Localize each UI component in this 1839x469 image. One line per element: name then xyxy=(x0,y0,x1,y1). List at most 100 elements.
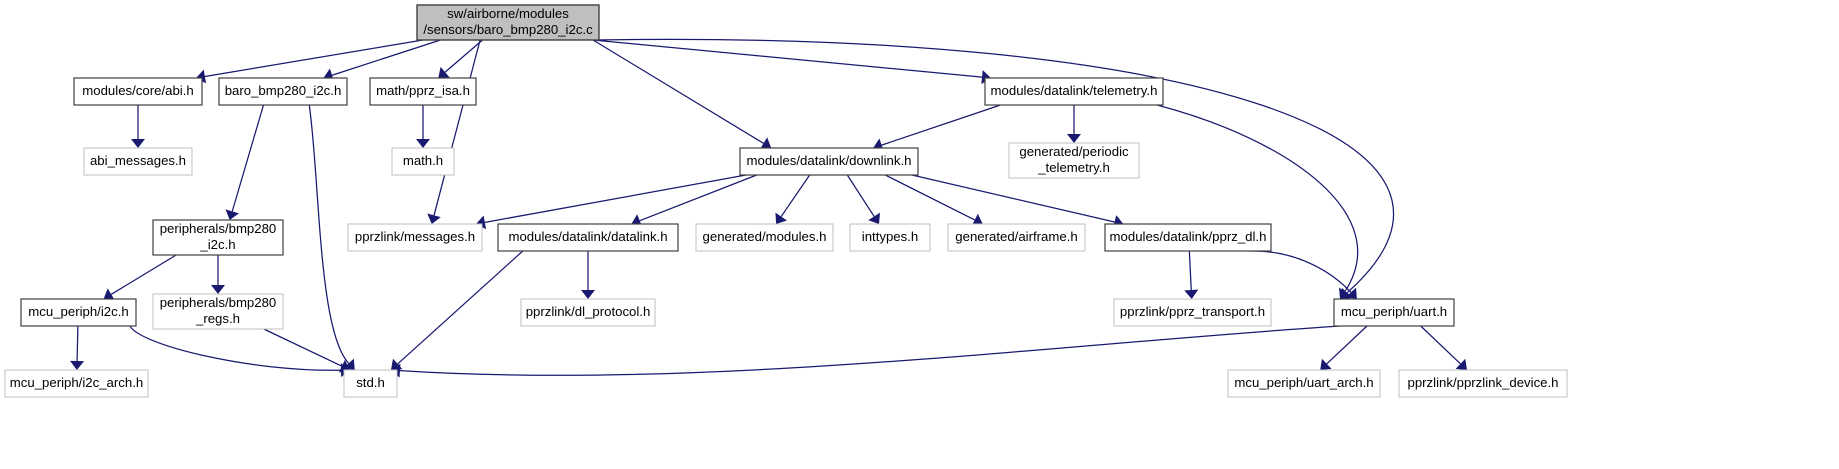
node-box xyxy=(1104,223,1272,252)
graph-node-bmp280h[interactable]: baro_bmp280_i2c.h xyxy=(218,77,348,106)
node-label: sw/airborne/modules xyxy=(447,6,569,21)
graph-node-pprzisa[interactable]: math/pprz_isa.h xyxy=(369,77,477,106)
node-box xyxy=(343,369,398,398)
edge-bmp280h-to-bmp280i2ch xyxy=(231,104,265,212)
arrowhead-pprzdl-to-uarth xyxy=(1345,287,1357,299)
arrowhead-abi-to-abimsg xyxy=(131,139,145,148)
edge-root-to-telemetry xyxy=(592,39,983,78)
edge-bmp280h-to-stdh xyxy=(308,104,350,364)
node-label: pprzlink/pprz_transport.h xyxy=(1120,304,1265,319)
graph-node-inttypes[interactable]: inttypes.h xyxy=(849,223,931,252)
graph-node-root[interactable]: sw/airborne/modules/sensors/baro_bmp280_… xyxy=(416,4,600,41)
node-box xyxy=(739,147,919,176)
node-label: pprzlink/pprzlink_device.h xyxy=(1408,375,1559,390)
arrowhead-bmp280regs-to-stdh xyxy=(338,359,350,373)
arrowhead-root-to-abi xyxy=(196,69,207,84)
graph-node-dlprotocol[interactable]: pprzlink/dl_protocol.h xyxy=(520,298,656,327)
arrowhead-pprzisa-to-mathh xyxy=(416,139,430,148)
edge-downlink-to-genmodules xyxy=(780,174,811,217)
node-box xyxy=(520,298,656,327)
edge-layer xyxy=(70,38,1467,378)
arrowhead-i2ch-to-i2carch xyxy=(70,360,85,370)
node-box xyxy=(1008,142,1140,179)
graph-node-genairframe[interactable]: generated/airframe.h xyxy=(947,223,1086,252)
edge-downlink-to-pprzdl xyxy=(911,174,1115,223)
node-label: modules/datalink/datalink.h xyxy=(508,229,667,244)
node-label: modules/datalink/telemetry.h xyxy=(991,83,1158,98)
edge-uarth-to-stdh xyxy=(399,325,1341,376)
node-label: mcu_periph/i2c.h xyxy=(28,304,128,319)
node-box xyxy=(20,298,137,327)
edge-downlink-to-genairframe xyxy=(884,174,975,221)
graph-node-downlink[interactable]: modules/datalink/downlink.h xyxy=(739,147,919,176)
arrowhead-downlink-to-inttypes xyxy=(868,212,881,224)
graph-node-periodic[interactable]: generated/periodic_telemetry.h xyxy=(1008,142,1140,179)
node-box xyxy=(849,223,931,252)
graph-node-stdh[interactable]: std.h xyxy=(343,369,398,398)
node-box xyxy=(73,77,203,106)
node-box xyxy=(1333,298,1455,327)
node-box xyxy=(369,77,477,106)
graph-node-abimsg[interactable]: abi_messages.h xyxy=(83,147,193,176)
node-label: /sensors/baro_bmp280_i2c.c xyxy=(423,22,593,37)
edge-root-to-pprzisa xyxy=(444,39,483,73)
edge-root-to-messages xyxy=(433,39,481,216)
graph-node-uartarch[interactable]: mcu_periph/uart_arch.h xyxy=(1227,369,1381,398)
node-label: mcu_periph/uart_arch.h xyxy=(1234,375,1373,390)
graph-node-datalinkh[interactable]: modules/datalink/datalink.h xyxy=(497,223,679,252)
edge-root-to-uarth xyxy=(592,38,1395,294)
arrowhead-root-to-pprzisa xyxy=(438,66,450,78)
node-box xyxy=(1398,369,1568,398)
node-label: baro_bmp280_i2c.h xyxy=(225,83,342,98)
node-label: generated/modules.h xyxy=(703,229,827,244)
node-box xyxy=(984,77,1164,106)
graph-node-mathh[interactable]: math.h xyxy=(391,147,455,176)
graph-node-pprztrans[interactable]: pprzlink/pprz_transport.h xyxy=(1113,298,1272,327)
edge-downlink-to-inttypes xyxy=(846,174,875,217)
graph-node-messages[interactable]: pprzlink/messages.h xyxy=(347,223,483,252)
node-label: abi_messages.h xyxy=(90,153,186,168)
arrowhead-root-to-telemetry xyxy=(981,70,991,85)
node-label: _i2c.h xyxy=(199,237,235,252)
graph-node-pprzdevice[interactable]: pprzlink/pprzlink_device.h xyxy=(1398,369,1568,398)
graph-node-telemetry[interactable]: modules/datalink/telemetry.h xyxy=(984,77,1164,106)
graph-node-bmp280regs[interactable]: peripherals/bmp280_regs.h xyxy=(152,293,284,330)
graph-node-i2carch[interactable]: mcu_periph/i2c_arch.h xyxy=(4,369,149,398)
node-label: pprzlink/dl_protocol.h xyxy=(526,304,651,319)
edge-i2ch-to-i2carch xyxy=(76,325,79,362)
arrowhead-datalinkh-to-dlprotocol xyxy=(581,290,595,299)
edge-datalinkh-to-stdh xyxy=(397,250,524,365)
node-box xyxy=(4,369,149,398)
graph-node-abi[interactable]: modules/core/abi.h xyxy=(73,77,203,106)
arrowhead-telemetry-to-periodic xyxy=(1067,134,1081,143)
node-box xyxy=(695,223,834,252)
graph-node-bmp280i2ch[interactable]: peripherals/bmp280_i2c.h xyxy=(152,219,284,256)
edge-pprzdl-to-pprztrans xyxy=(1188,250,1192,291)
graph-node-i2ch[interactable]: mcu_periph/i2c.h xyxy=(20,298,137,327)
graph-node-pprzdl[interactable]: modules/datalink/pprz_dl.h xyxy=(1104,223,1272,252)
node-box xyxy=(416,4,600,41)
graph-node-genmodules[interactable]: generated/modules.h xyxy=(695,223,834,252)
arrowhead-downlink-to-genairframe xyxy=(971,213,983,227)
node-box xyxy=(83,147,193,176)
edge-i2ch-to-stdh xyxy=(129,325,342,371)
node-box xyxy=(391,147,455,176)
arrowhead-downlink-to-genmodules xyxy=(775,212,787,224)
arrowhead-bmp280i2ch-to-bmp280regs xyxy=(211,285,225,294)
edge-telemetry-to-uarth xyxy=(1156,104,1359,292)
graph-node-uarth[interactable]: mcu_periph/uart.h xyxy=(1333,298,1455,327)
edge-telemetry-to-downlink xyxy=(881,104,1001,146)
edge-downlink-to-datalinkh xyxy=(639,174,757,222)
node-label: generated/airframe.h xyxy=(955,229,1077,244)
arrowhead-bmp280h-to-bmp280i2ch xyxy=(225,209,239,220)
node-label: math.h xyxy=(403,153,443,168)
node-label: math/pprz_isa.h xyxy=(376,83,470,98)
node-box xyxy=(497,223,679,252)
node-label: peripherals/bmp280 xyxy=(160,221,277,236)
node-box xyxy=(218,77,348,106)
node-label: generated/periodic xyxy=(1019,144,1129,159)
node-label: mcu_periph/i2c_arch.h xyxy=(10,375,143,390)
node-box xyxy=(947,223,1086,252)
